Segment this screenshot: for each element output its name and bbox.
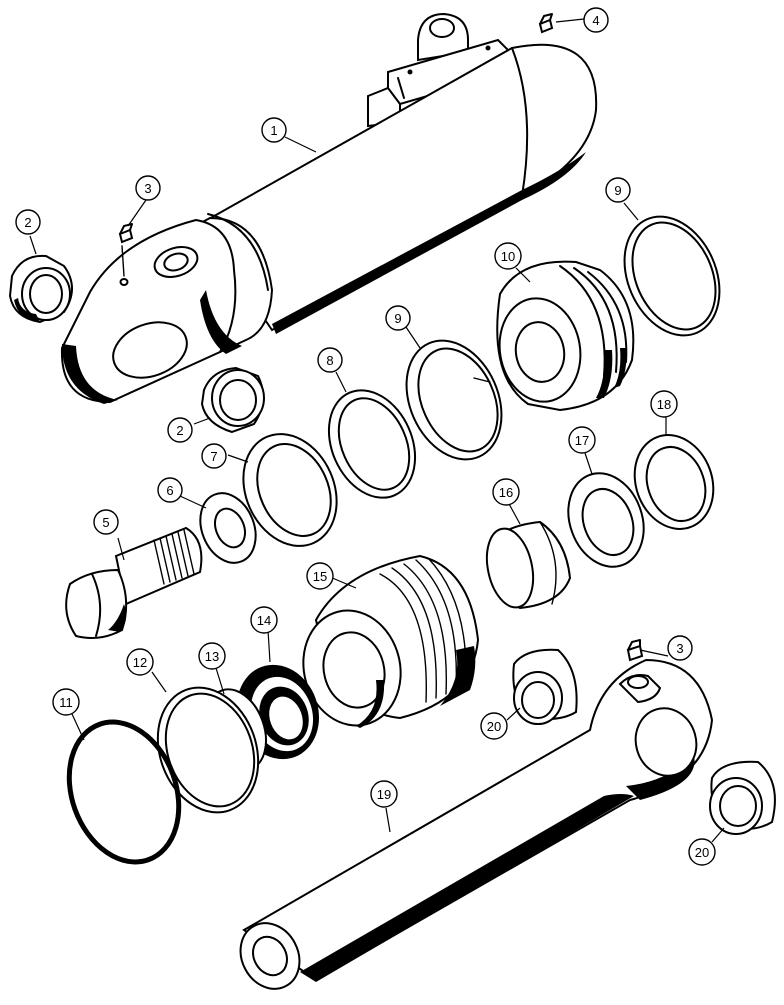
- grease-fitting-top: [538, 13, 554, 34]
- callout-5-label: 5: [102, 515, 109, 530]
- ring-8: [327, 389, 417, 499]
- callout-11: 11: [52, 688, 80, 716]
- callout-9b-label: 9: [614, 183, 621, 198]
- callout-9a-label: 9: [394, 311, 401, 326]
- callout-1-label: 1: [270, 123, 277, 138]
- bolt: [65, 526, 203, 639]
- ring-9-left: [405, 339, 503, 461]
- callout-15: 15: [306, 562, 334, 590]
- ring-7: [242, 433, 338, 547]
- callout-2b-label: 2: [176, 423, 183, 438]
- callout-10-label: 10: [501, 249, 515, 264]
- callout-20a-label: 20: [487, 719, 501, 734]
- callout-20b-label: 20: [695, 845, 709, 860]
- callout-14: 14: [250, 606, 278, 634]
- callout-3b: 3: [667, 635, 693, 661]
- callout-19: 19: [370, 780, 398, 808]
- callout-11-label: 11: [59, 695, 73, 710]
- callout-12-label: 12: [133, 655, 147, 670]
- piston: [496, 260, 635, 412]
- callout-15-label: 15: [313, 569, 327, 584]
- backup-ring: [156, 686, 260, 814]
- callout-6-label: 6: [166, 483, 173, 498]
- ring-9-right: [623, 215, 721, 337]
- callout-17: 17: [568, 426, 596, 454]
- bushing-rod-right: [709, 760, 776, 835]
- callout-9a: 9: [385, 305, 411, 331]
- callout-13-label: 13: [205, 649, 219, 664]
- callout-7-label: 7: [210, 449, 217, 464]
- callout-20b: 20: [688, 838, 716, 866]
- callout-8: 8: [317, 347, 343, 373]
- callout-10: 10: [494, 242, 522, 270]
- callout-19-label: 19: [377, 787, 391, 802]
- callout-3a: 3: [135, 175, 161, 201]
- cylinder-barrel: [60, 12, 598, 404]
- callout-1: 1: [261, 117, 287, 143]
- callout-8-label: 8: [326, 353, 333, 368]
- callout-18-label: 18: [657, 397, 671, 412]
- callout-16: 16: [492, 478, 520, 506]
- piston-rod: [239, 658, 714, 990]
- callout-3b-label: 3: [676, 641, 683, 656]
- callout-13: 13: [198, 642, 226, 670]
- callout-16-label: 16: [499, 485, 513, 500]
- callout-4: 4: [583, 7, 609, 33]
- gland: [302, 554, 480, 728]
- seal-ring-17: [567, 472, 645, 568]
- bushing-upper-left: [8, 254, 73, 324]
- callout-17-label: 17: [575, 433, 589, 448]
- callout-4-label: 4: [592, 13, 599, 28]
- callout-20a: 20: [480, 712, 508, 740]
- callout-9b: 9: [605, 177, 631, 203]
- washer: [199, 492, 257, 564]
- callout-7: 7: [201, 443, 227, 469]
- grease-fitting-rod: [626, 639, 644, 662]
- callout-5: 5: [93, 509, 119, 535]
- callout-12: 12: [126, 648, 154, 676]
- bushing-rod-left: [512, 648, 578, 725]
- callout-18: 18: [650, 390, 678, 418]
- callout-2b: 2: [167, 417, 193, 443]
- callout-2a-label: 2: [24, 215, 31, 230]
- o-ring: [66, 719, 182, 865]
- callout-6: 6: [157, 477, 183, 503]
- callout-2a: 2: [15, 209, 41, 235]
- bushing-16: [485, 520, 572, 610]
- callout-14-label: 14: [257, 613, 271, 628]
- callout-3a-label: 3: [144, 181, 151, 196]
- wear-ring-18: [633, 434, 715, 530]
- bushing-upper-right: [200, 366, 265, 434]
- leader-lines: [29, 18, 725, 843]
